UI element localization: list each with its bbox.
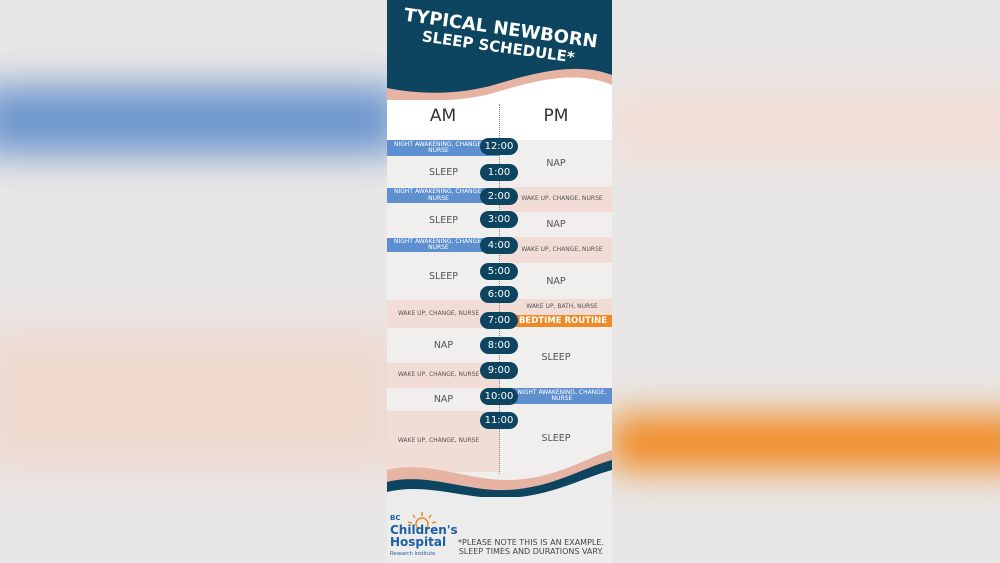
time-label: 6:00 [480, 286, 518, 303]
pm-schedule-block: NAP [500, 140, 612, 187]
disclaimer-note: *PLEASE NOTE THIS IS AN EXAMPLE. SLEEP T… [458, 538, 604, 556]
time-label: 8:00 [480, 337, 518, 354]
pm-schedule-block: WAKE UP, CHANGE, NURSE [500, 237, 612, 263]
am-schedule-block: NAP [387, 388, 500, 411]
pm-schedule-block: SLEEP [500, 404, 612, 472]
time-label: 5:00 [480, 263, 518, 280]
time-label: 3:00 [480, 211, 518, 228]
pm-schedule-block: BEDTIME ROUTINE [500, 315, 612, 327]
am-schedule-block: NIGHT AWAKENING, CHANGE, NURSE [387, 140, 500, 156]
pm-schedule-block: NAP [500, 212, 612, 237]
pm-schedule-block: NIGHT AWAKENING, CHANGE, NURSE [500, 388, 612, 404]
schedule-infographic: TYPICAL NEWBORN SLEEP SCHEDULE* AM PM NI… [387, 0, 612, 563]
bc-childrens-hospital-logo: BC Children's Hospital Research Institut… [390, 512, 458, 560]
time-label: 1:00 [480, 164, 518, 181]
blurred-background [610, 90, 1000, 160]
blurred-background [0, 330, 400, 470]
footer [387, 497, 612, 563]
logo-name-1: Children's [390, 523, 458, 537]
logo-name-2: Hospital [390, 535, 447, 549]
time-label: 2:00 [480, 188, 518, 205]
am-schedule-block: NIGHT AWAKENING, CHANGE, NURSE [387, 188, 500, 203]
pm-schedule-block: WAKE UP, CHANGE, NURSE [500, 187, 612, 212]
pm-schedule-block: WAKE UP, BATH, NURSE [500, 299, 612, 315]
time-label: 10:00 [480, 388, 518, 405]
time-label: 11:00 [480, 412, 518, 429]
time-label: 9:00 [480, 362, 518, 379]
time-label: 7:00 [480, 312, 518, 329]
sun-logo-icon [407, 512, 437, 528]
pm-schedule-block: NAP [500, 263, 612, 299]
footer-wave [387, 450, 612, 500]
am-header: AM [429, 106, 457, 126]
pm-schedule-block: SLEEP [500, 327, 612, 388]
logo-subtitle: Research Institute [390, 551, 436, 557]
logo-bc: BC [390, 514, 401, 522]
pm-header: PM [543, 106, 569, 126]
am-schedule-block: NIGHT AWAKENING, CHANGE, NURSE [387, 238, 500, 252]
blurred-background [610, 415, 1000, 470]
time-label: 4:00 [480, 237, 518, 254]
time-label: 12:00 [480, 138, 518, 155]
blurred-background [0, 85, 400, 155]
